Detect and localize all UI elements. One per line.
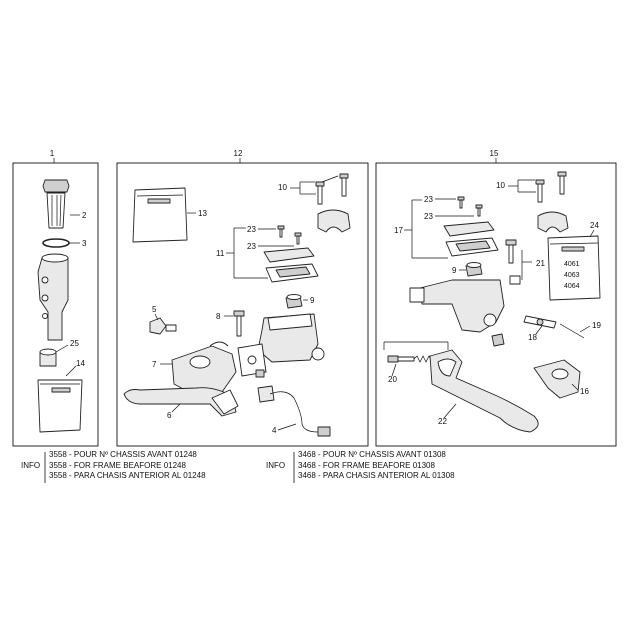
info-block-left: 3558 - POUR Nº CHASSIS AVANT 01248 3558 … [49,450,206,482]
reservoir-cover [263,247,315,263]
info-left-line-3: 3558 - PARA CHASIS ANTERIOR AL 01248 [49,471,206,480]
handlebar-clamp-2 [537,211,569,233]
info-left-line-1: 3558 - POUR Nº CHASSIS AVANT 01248 [49,450,197,459]
callout-4: 4 [272,426,277,435]
callout-22: 22 [438,417,447,426]
lever-pivot [149,317,167,335]
info-right-line-2: 3468 - FOR FRAME BEAFORE 01308 [298,460,435,470]
callout-8: 8 [216,312,221,321]
callout-10b: 10 [496,181,505,190]
callout-19: 19 [592,321,601,330]
callout-21: 21 [536,259,545,268]
group-box-12: 12 13 10 23 23 11 [116,149,369,447]
bag-label-4064: 4064 [564,283,580,290]
reservoir-cover-2 [443,221,495,237]
callout-18: 18 [528,333,537,342]
callout-2: 2 [82,211,87,220]
info-left-line-2: 3558 - FOR FRAME BEAFORE 01248 [49,460,186,470]
info-right-line-1: 3468 - POUR Nº CHASSIS AVANT 01308 [298,450,446,459]
group-box-15: 15 10 4061 4063 4064 24 23 23 17 [375,149,617,447]
callout-6: 6 [167,411,172,420]
bag-label-4063: 4063 [564,272,580,279]
callout-25: 25 [70,339,79,348]
lever-holder [171,345,237,397]
bag-label-4061: 4061 [564,261,580,268]
box-12-frame [116,162,369,447]
callout-16: 16 [580,387,589,396]
callout-5: 5 [152,305,157,314]
brake-lever [123,387,237,417]
reservoir-cap [42,179,70,193]
reservoir-filter [46,192,66,229]
info-block-right: 3468 - POUR Nº CHASSIS AVANT 01308 3468 … [298,450,455,482]
o-ring [42,238,70,248]
callout-7: 7 [152,360,157,369]
callout-23c: 23 [424,195,433,204]
callout-24: 24 [590,221,599,230]
brake-light-switch [257,385,275,403]
callout-23a: 23 [247,225,256,234]
repair-kit-bag-box1 [37,379,83,433]
box-label-15: 15 [490,149,499,158]
callout-14: 14 [76,359,85,368]
callout-23b: 23 [247,242,256,251]
repair-kit-bag-box12 [132,187,188,243]
box-label-12: 12 [234,149,243,158]
callout-20: 20 [388,375,397,384]
handlebar-clamp [317,209,351,233]
info-label-left: INFO [21,461,41,470]
brake-lever-2 [429,349,539,433]
callout-10a: 10 [278,183,287,192]
callout-9a: 9 [310,296,315,305]
callout-3: 3 [82,239,87,248]
callout-23d: 23 [424,212,433,221]
group-box-1: 1 2 3 25 14 [12,149,99,447]
master-cylinder-2 [419,279,505,333]
info-right-line-3: 3468 - PARA CHASIS ANTERIOR AL 01308 [298,471,455,480]
callout-13: 13 [198,209,207,218]
info-label-right: INFO [266,461,286,470]
box-label-1: 1 [50,149,55,158]
callout-17: 17 [394,226,403,235]
callout-9b: 9 [452,266,457,275]
box-15-frame [375,162,617,447]
repair-kit-bag-box15 [547,235,601,301]
box-1-frame [12,162,99,447]
callout-11: 11 [216,249,225,258]
